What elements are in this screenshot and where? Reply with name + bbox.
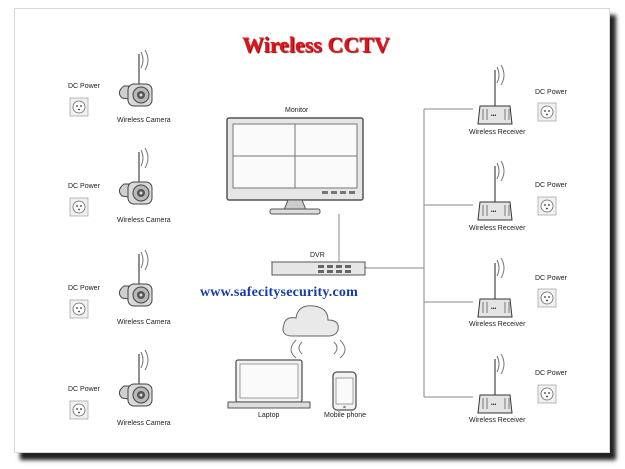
wireless-camera-label: Wireless Camera bbox=[117, 117, 171, 124]
power-socket-icon bbox=[537, 288, 557, 308]
receiver-icon bbox=[477, 353, 513, 414]
dvr-icon bbox=[270, 261, 367, 276]
camera-icon bbox=[118, 49, 153, 107]
wireless-receiver-label: Wireless Receiver bbox=[469, 417, 526, 424]
connection-lines bbox=[338, 108, 473, 398]
power-socket-icon bbox=[537, 196, 557, 216]
camera-icon bbox=[118, 147, 153, 205]
power-socket-icon bbox=[69, 299, 89, 319]
mobile-phone-icon bbox=[332, 371, 357, 411]
power-socket-icon bbox=[69, 400, 89, 420]
power-socket-icon bbox=[537, 102, 557, 122]
monitor-label: Monitor bbox=[285, 107, 309, 114]
dc-power-label: DC Power bbox=[535, 275, 567, 282]
mobile-phone-label: Mobile phone bbox=[324, 412, 367, 419]
camera-icon bbox=[118, 249, 153, 307]
laptop-label: Laptop bbox=[258, 412, 280, 419]
dc-power-label: DC Power bbox=[68, 386, 100, 393]
receiver-icon bbox=[477, 64, 513, 125]
dvr-label: DVR bbox=[310, 252, 325, 259]
diagram-frame bbox=[14, 8, 610, 453]
watermark-url: www.safecitysecurity.com bbox=[200, 285, 358, 300]
dc-power-label: DC Power bbox=[535, 89, 567, 96]
wireless-camera-label: Wireless Camera bbox=[117, 319, 171, 326]
dc-power-label: DC Power bbox=[68, 285, 100, 292]
receiver-icon bbox=[477, 257, 513, 318]
receiver-icon bbox=[477, 160, 513, 221]
dc-power-label: DC Power bbox=[535, 370, 567, 377]
power-socket-icon bbox=[537, 384, 557, 404]
cloud-icon bbox=[282, 305, 346, 359]
camera-icon bbox=[118, 349, 153, 407]
power-socket-icon bbox=[69, 97, 89, 117]
wireless-receiver-label: Wireless Receiver bbox=[469, 321, 526, 328]
dc-power-label: DC Power bbox=[68, 183, 100, 190]
power-socket-icon bbox=[69, 197, 89, 217]
wireless-receiver-label: Wireless Receiver bbox=[469, 225, 526, 232]
dc-power-label: DC Power bbox=[535, 182, 567, 189]
monitor-icon bbox=[226, 117, 364, 215]
wireless-receiver-label: Wireless Receiver bbox=[469, 129, 526, 136]
wireless-camera-label: Wireless Camera bbox=[117, 217, 171, 224]
dc-power-label: DC Power bbox=[68, 83, 100, 90]
wireless-camera-label: Wireless Camera bbox=[117, 420, 171, 427]
laptop-icon bbox=[227, 359, 311, 409]
diagram-title: Wireless CCTV bbox=[242, 32, 390, 57]
